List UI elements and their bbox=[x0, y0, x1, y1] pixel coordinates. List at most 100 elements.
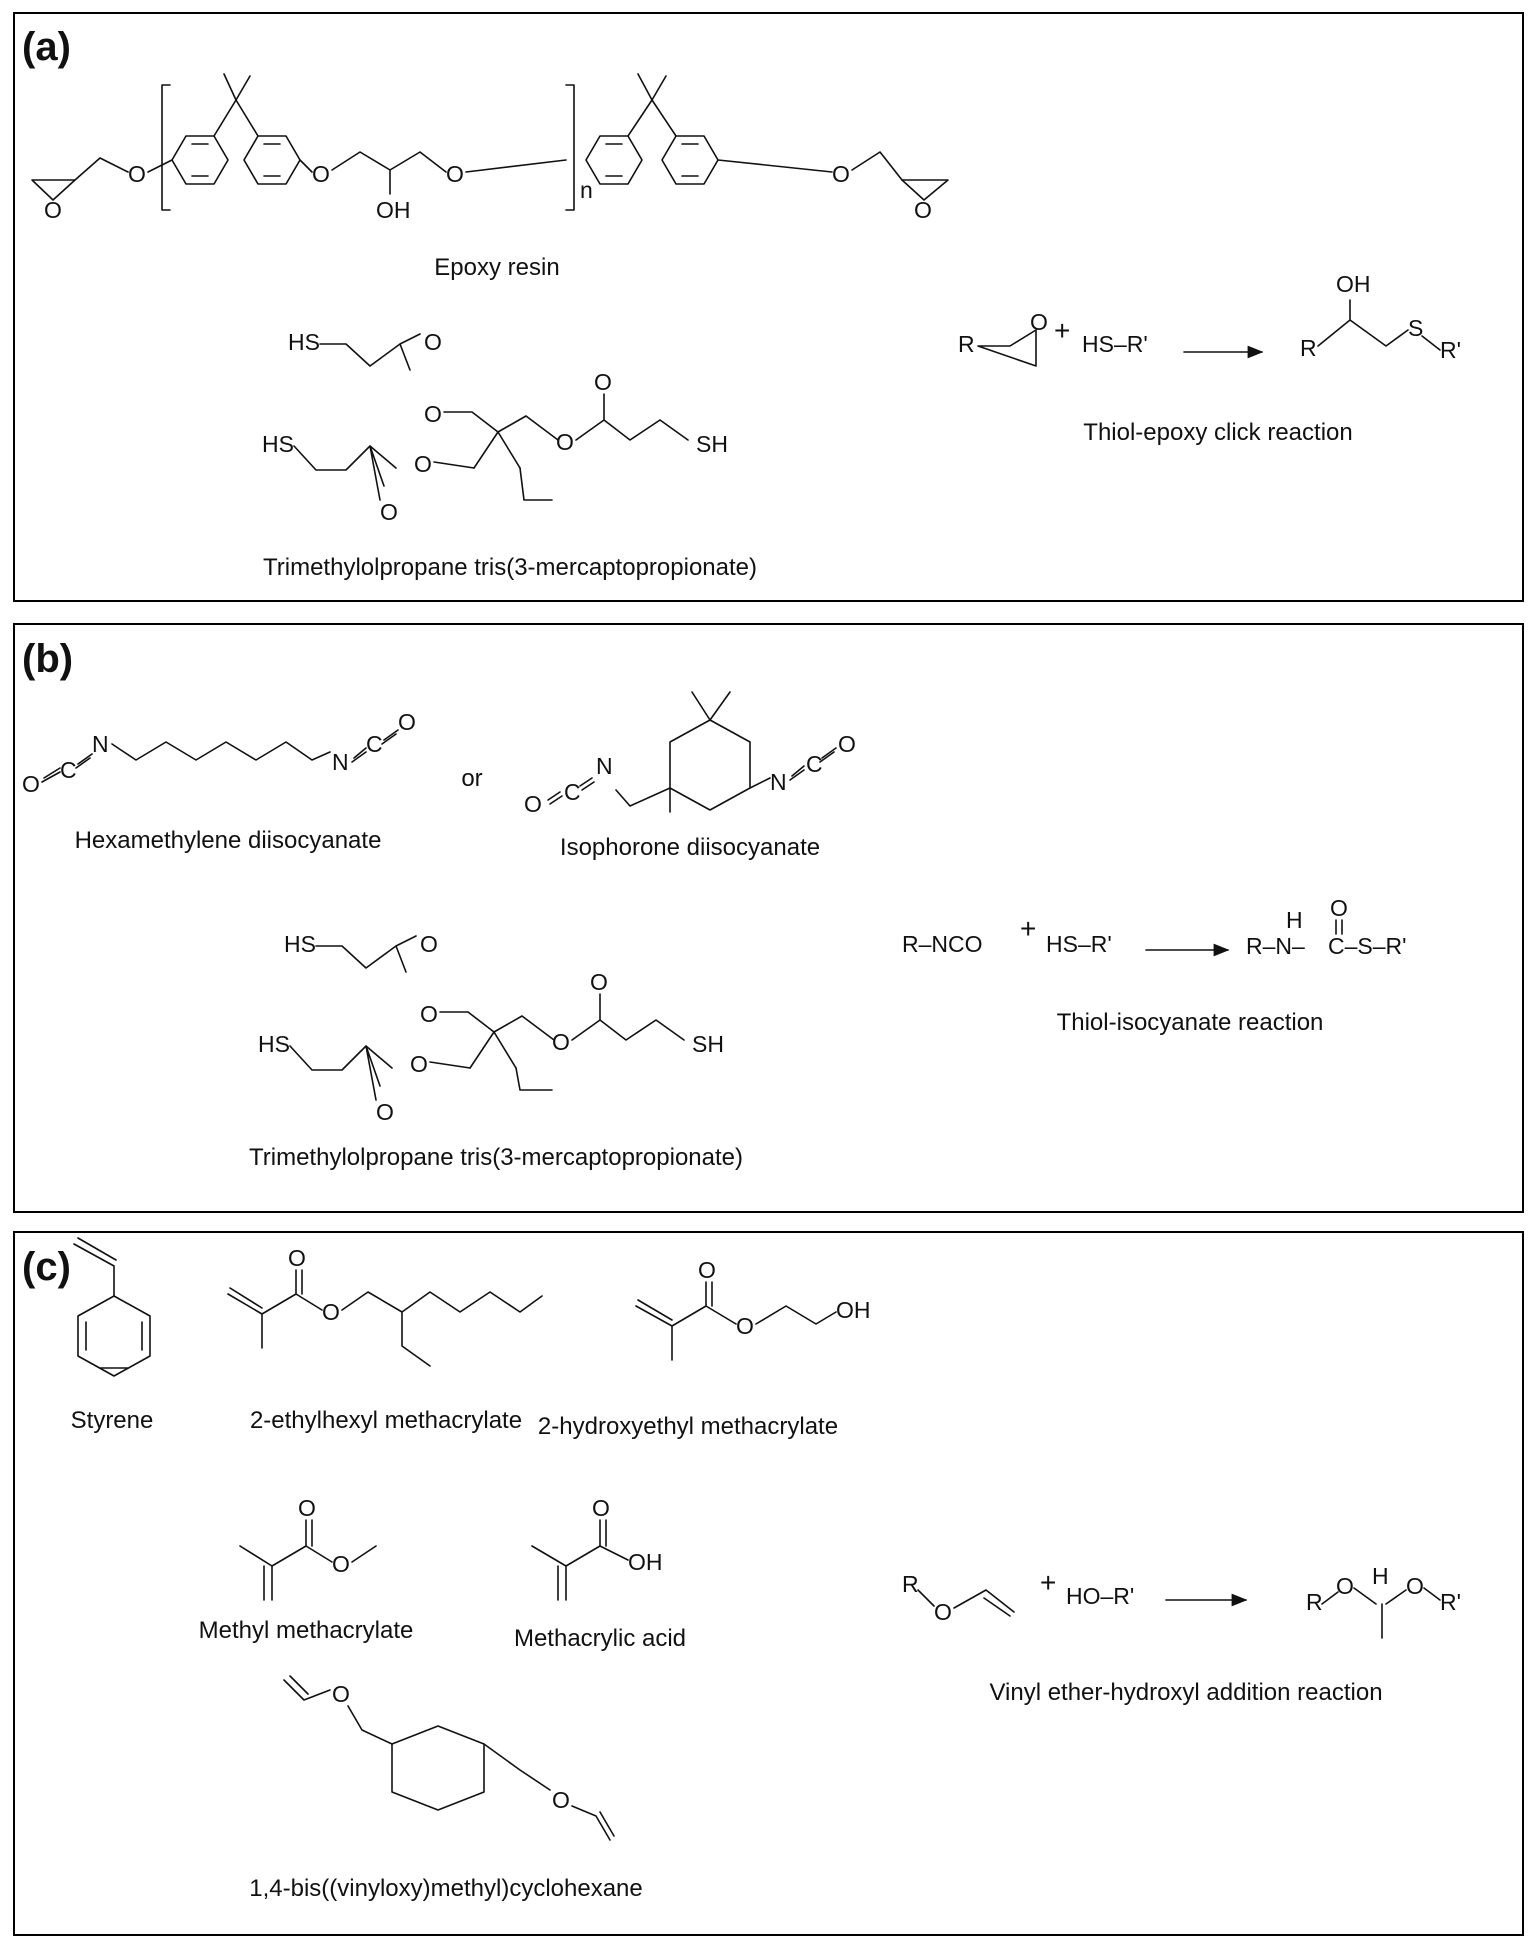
ester-link-top-b bbox=[439, 1011, 495, 1033]
mma-carbonyl-oxygen: O bbox=[298, 1495, 316, 1521]
ipdi-nitrogen-right: N bbox=[770, 769, 787, 795]
benzene-ring-1 bbox=[171, 135, 229, 185]
thiol-isocyanate-reaction-name: Thiol-isocyanate reaction bbox=[1057, 1009, 1324, 1036]
ipdi-isocyanate-right bbox=[789, 747, 837, 781]
ipdi-oxygen-left: O bbox=[524, 791, 542, 817]
mercaptopropionate-arm-right bbox=[575, 393, 689, 441]
ester-oxygen-right: O bbox=[556, 429, 574, 455]
tmpmp-name-a: Trimethylolpropane tris(3-mercaptopropio… bbox=[263, 554, 757, 581]
left-glycidyl-chain bbox=[74, 157, 129, 181]
epoxy-resin-structure: O O n O OH O O bbox=[31, 73, 949, 223]
styrene-benzene-ring bbox=[77, 1295, 151, 1377]
product-r-n: R–N– bbox=[1246, 933, 1305, 959]
maa-hydroxyl: OH bbox=[628, 1549, 663, 1575]
ipdi-nitrogen-left: N bbox=[596, 753, 613, 779]
vinyl-ether-r-group: R bbox=[902, 1571, 919, 1597]
thiol-group-top: HS bbox=[288, 329, 320, 355]
benzene-ring-4-inner bbox=[681, 143, 699, 177]
mercaptopropionate-arm-left-b bbox=[289, 1045, 393, 1101]
product-amide-hydrogen: H bbox=[1286, 907, 1303, 933]
benzene-ring-2-inner bbox=[263, 143, 281, 177]
bvm-cyclohexane-ring bbox=[391, 1725, 485, 1811]
acetal-r-group: R bbox=[1306, 1589, 1323, 1615]
left-ether-oxygen: O bbox=[128, 161, 146, 187]
thiol-epoxy-reaction-name: Thiol-epoxy click reaction bbox=[1083, 419, 1352, 446]
thiol-reactant: HS–R' bbox=[1082, 331, 1148, 357]
benzene-ring-4 bbox=[661, 135, 719, 185]
hdi-oxygen-left: O bbox=[22, 771, 40, 797]
plus-sign-a: + bbox=[1054, 315, 1070, 346]
thiol-group-right-b: SH bbox=[692, 1031, 724, 1057]
hdi-carbon-left: C bbox=[60, 757, 77, 783]
acetal-bond-1 bbox=[1321, 1591, 1339, 1605]
reactant-epoxide-oxygen: O bbox=[1030, 309, 1048, 335]
carbonyl-oxygen-right: O bbox=[594, 369, 612, 395]
hdi-isocyanate-left bbox=[41, 753, 93, 783]
left-epoxide-ring bbox=[31, 179, 76, 201]
hdi-name: Hexamethylene diisocyanate bbox=[75, 827, 382, 854]
panel-b: (b) O C N N C O Hexamethylene diisocyana… bbox=[13, 623, 1524, 1213]
hema-name: 2-hydroxyethyl methacrylate bbox=[538, 1413, 838, 1440]
styrene-vinyl-group bbox=[73, 1237, 117, 1297]
eha-methacryl-core bbox=[227, 1269, 323, 1349]
right-glycidyl-chain bbox=[851, 151, 903, 181]
repeat-bracket-left bbox=[161, 84, 171, 211]
ester-oxygen-left: O bbox=[414, 451, 432, 477]
plus-sign-b: + bbox=[1020, 913, 1036, 944]
hdi-nitrogen-left: N bbox=[92, 731, 109, 757]
ester-oxygen-left-b: O bbox=[410, 1051, 428, 1077]
vinyl-ether-reaction-name: Vinyl ether-hydroxyl addition reaction bbox=[989, 1679, 1382, 1706]
product-r-group: R bbox=[1300, 335, 1317, 361]
product-carbonyl-bond bbox=[1335, 919, 1343, 935]
hdi-isocyanate-right bbox=[351, 729, 399, 763]
carbonyl-oxygen-left-b: O bbox=[376, 1099, 394, 1125]
panel-b-label: (b) bbox=[22, 637, 73, 681]
or-text: or bbox=[461, 765, 482, 792]
panel-c-label: (c) bbox=[22, 1245, 71, 1289]
eha-carbonyl-oxygen: O bbox=[288, 1245, 306, 1271]
thiol-epoxy-reaction-scheme: R O + HS–R' OH R S R' bbox=[958, 271, 1461, 367]
tmp-ethyl-group-b bbox=[515, 1067, 553, 1091]
isocyanate-reactant: R–NCO bbox=[902, 931, 983, 957]
central-ether-bond-1 bbox=[299, 159, 313, 173]
product-backbone bbox=[1317, 299, 1409, 347]
mma-methoxy bbox=[351, 1545, 377, 1563]
isopropylidene-bridge-1 bbox=[213, 73, 259, 137]
right-epoxide-ring bbox=[901, 179, 949, 201]
carbonyl-oxygen-left: O bbox=[380, 499, 398, 525]
product-hydroxyl: OH bbox=[1336, 271, 1371, 297]
ipdi-carbon-left: C bbox=[564, 779, 581, 805]
hydroxypropyl-chain bbox=[331, 151, 447, 195]
tmp-quaternary-center-b bbox=[469, 1015, 555, 1069]
acetal-hydrogen: H bbox=[1372, 1563, 1389, 1589]
bvm-methylene-left bbox=[347, 1705, 393, 1745]
tmpmp-name-b: Trimethylolpropane tris(3-mercaptopropio… bbox=[249, 1144, 743, 1171]
tmp-ethyl-group bbox=[519, 467, 553, 501]
ester-link-left bbox=[433, 461, 475, 469]
right-ether-oxygen: O bbox=[832, 161, 850, 187]
carbonyl-oxygen-top-b: O bbox=[420, 931, 438, 957]
vinyl-ether-oxygen: O bbox=[934, 1599, 952, 1625]
central-ether-oxygen-2: O bbox=[446, 161, 464, 187]
acetal-oxygen-1: O bbox=[1336, 1573, 1354, 1599]
ipdi-gem-dimethyl bbox=[691, 691, 731, 721]
ester-link-top bbox=[443, 411, 499, 433]
vinyl-ether-bond-1 bbox=[917, 1589, 935, 1607]
bvm-methylene-right bbox=[483, 1743, 551, 1791]
maa-carbonyl-oxygen: O bbox=[592, 1495, 610, 1521]
repeat-bracket-right bbox=[565, 84, 575, 211]
bvm-ether-oxygen-left: O bbox=[332, 1681, 350, 1707]
eha-ester-oxygen: O bbox=[322, 1299, 340, 1325]
carbonyl-oxygen-top: O bbox=[424, 329, 442, 355]
right-epoxide-oxygen: O bbox=[914, 197, 932, 223]
central-ether-bond-2 bbox=[465, 159, 567, 173]
benzene-ring-1-inner bbox=[191, 143, 209, 177]
thiol-reactant-b: HS–R' bbox=[1046, 931, 1112, 957]
reactant-epoxide-ring bbox=[977, 329, 1037, 367]
eha-structure: O O bbox=[227, 1245, 543, 1367]
eha-alkyl-chain bbox=[341, 1291, 543, 1367]
thiol-group-top-b: HS bbox=[284, 931, 316, 957]
mercaptopropionate-arm-left bbox=[293, 445, 397, 501]
bvm-vinyl-left bbox=[283, 1675, 331, 1701]
